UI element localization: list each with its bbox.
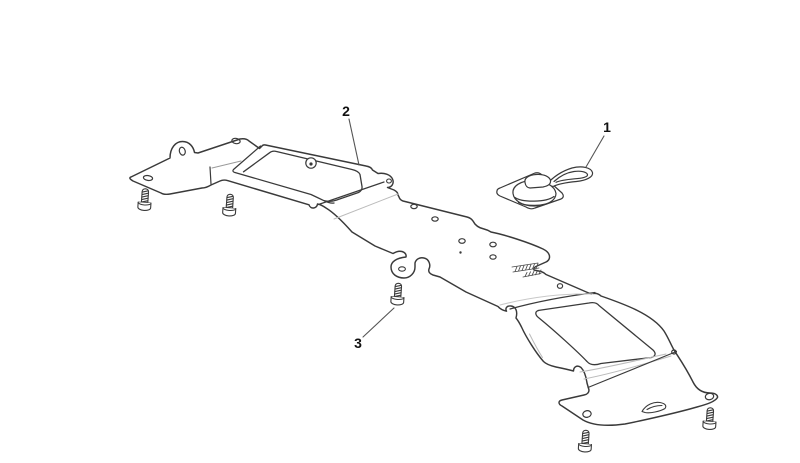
svg-text:2: 2 xyxy=(342,103,350,119)
svg-text:3: 3 xyxy=(354,335,362,351)
svg-text:1: 1 xyxy=(603,119,611,135)
